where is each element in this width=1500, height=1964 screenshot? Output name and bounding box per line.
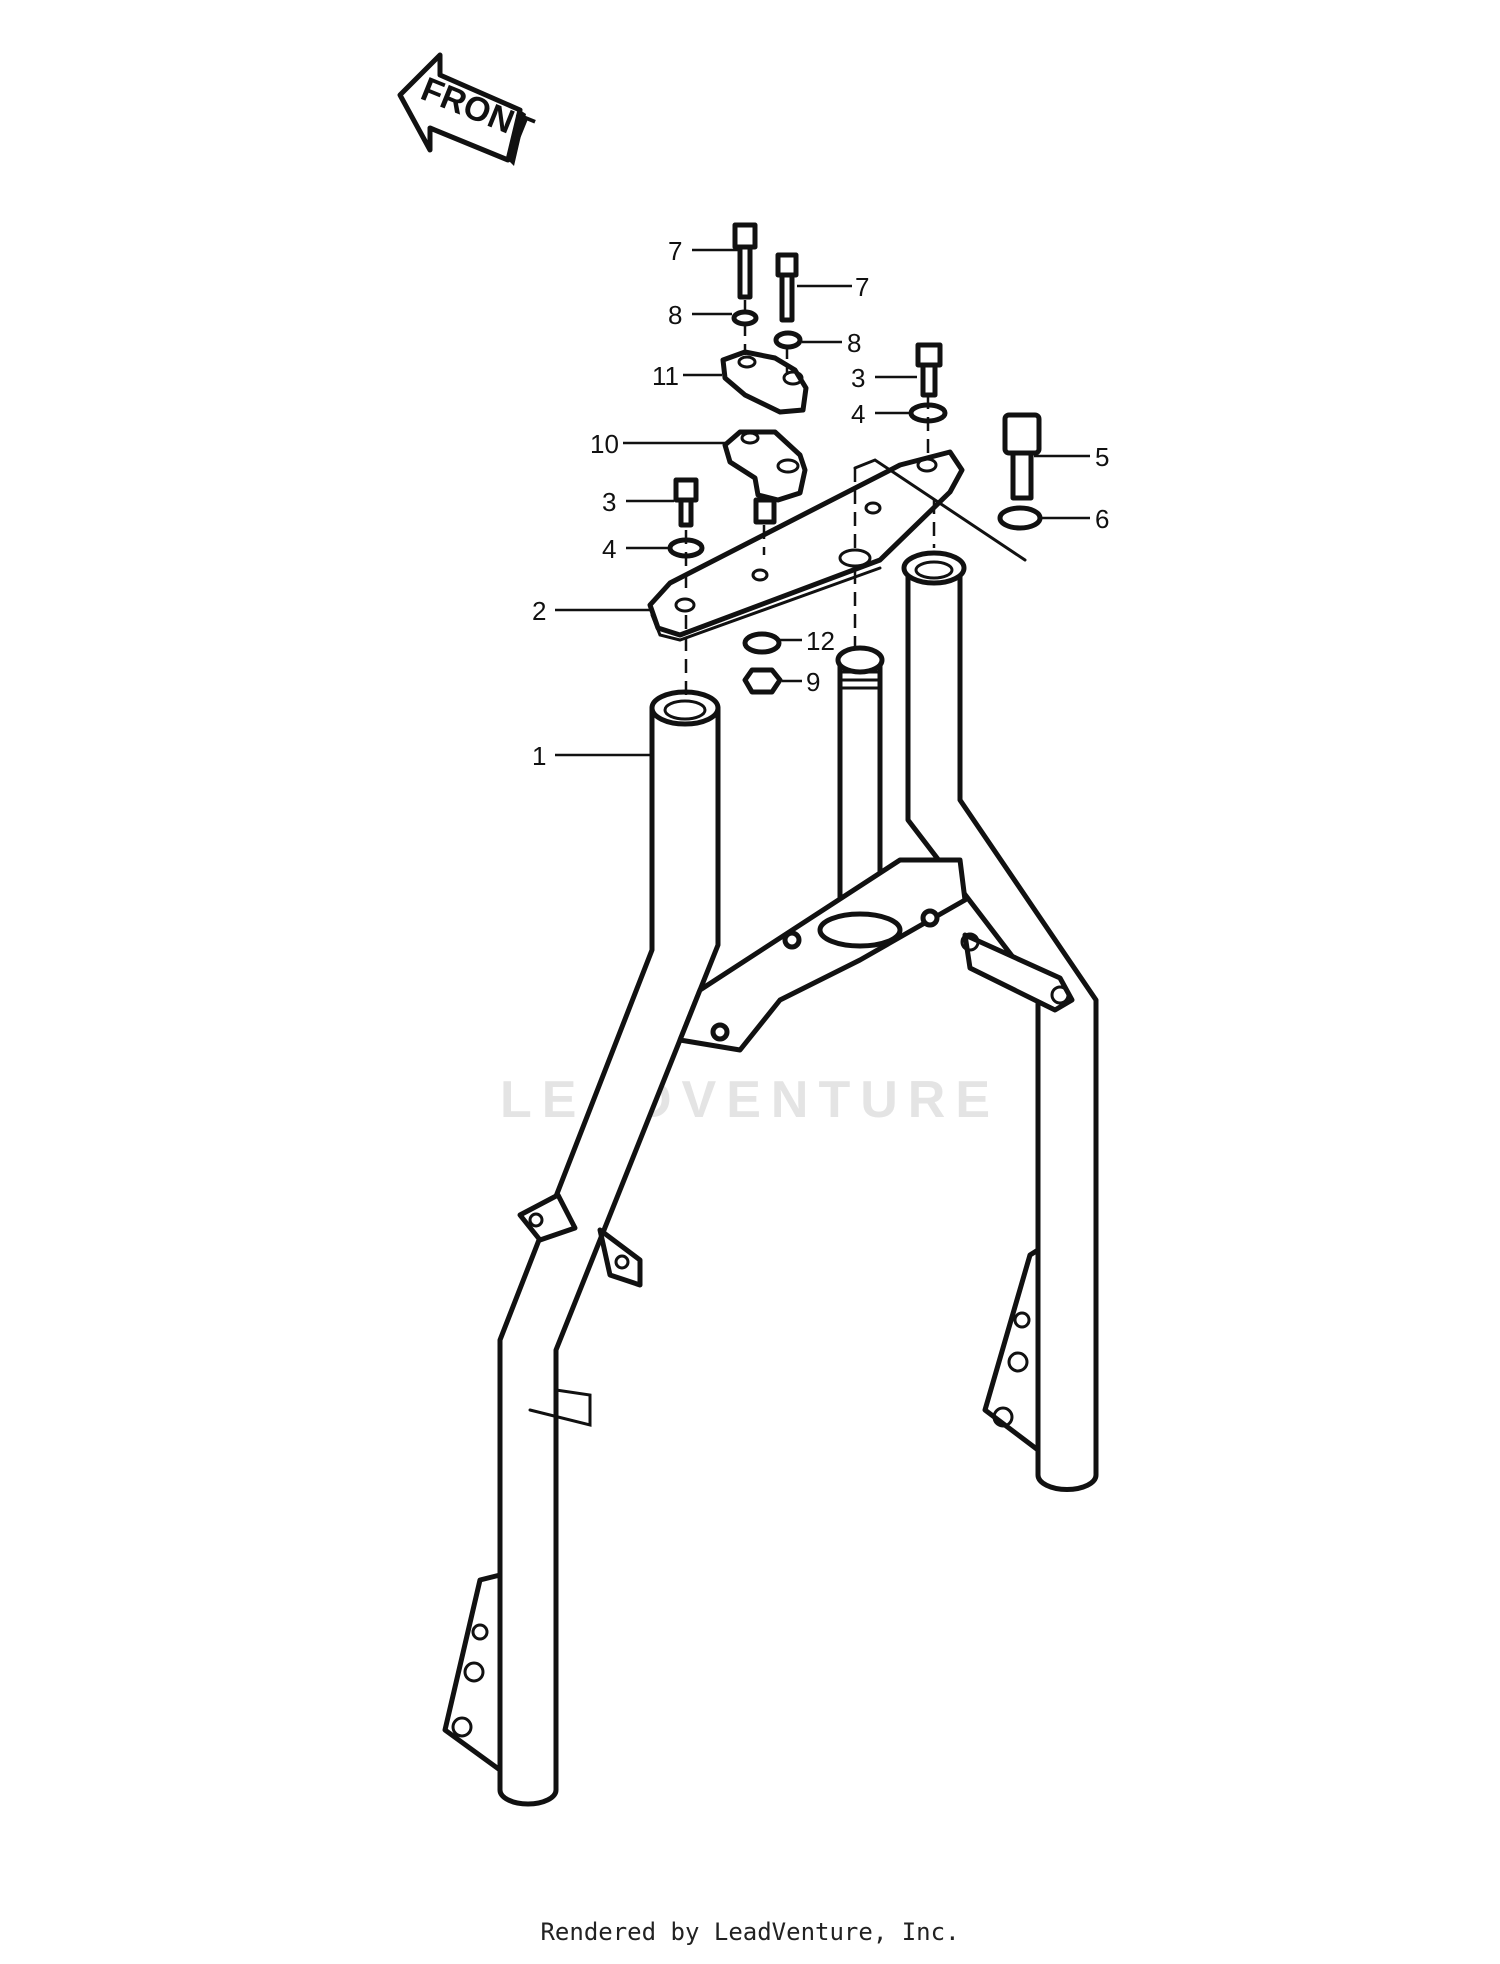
washer-part-6 [997, 505, 1043, 531]
assembly-guides [684, 300, 1027, 700]
lock-washer-part-8-right [773, 330, 803, 350]
footer-credit: Rendered by LeadVenture, Inc. [540, 1918, 960, 1946]
top-plate-part-2 [647, 449, 965, 642]
bolt-part-3-right [915, 342, 943, 398]
nut-part-9 [742, 667, 783, 695]
bolt-part-7-left [732, 222, 758, 300]
bolt-part-3-left [673, 477, 699, 528]
callout-8-right: 8 [847, 328, 861, 358]
callout-6: 6 [1095, 504, 1109, 534]
callout-4-left: 4 [602, 534, 616, 564]
bolt-part-5 [1002, 412, 1042, 501]
callout-5: 5 [1095, 442, 1109, 472]
callout-8-left: 8 [668, 300, 682, 330]
bolt-part-7-right [775, 252, 799, 323]
holder-lower-part-10 [722, 429, 808, 525]
holder-upper-part-11 [720, 349, 809, 415]
callout-3-left: 3 [602, 487, 616, 517]
callout-7-left: 7 [668, 236, 682, 266]
frame-part-1 [442, 550, 1099, 1807]
callout-12: 12 [806, 626, 835, 656]
callout-7-right: 7 [855, 272, 869, 302]
callout-11: 11 [652, 361, 679, 391]
callout-2: 2 [532, 596, 546, 626]
washer-part-12 [742, 631, 782, 655]
leader-lines [555, 248, 1090, 757]
front-arrow-icon: FRONT [397, 52, 539, 166]
callout-3-right: 3 [851, 363, 865, 393]
watermark: LEADVENTURE [499, 1071, 1001, 1129]
callout-1: 1 [532, 741, 546, 771]
callout-10: 10 [590, 429, 619, 459]
callout-9: 9 [806, 667, 820, 697]
callout-4-right: 4 [851, 399, 865, 429]
